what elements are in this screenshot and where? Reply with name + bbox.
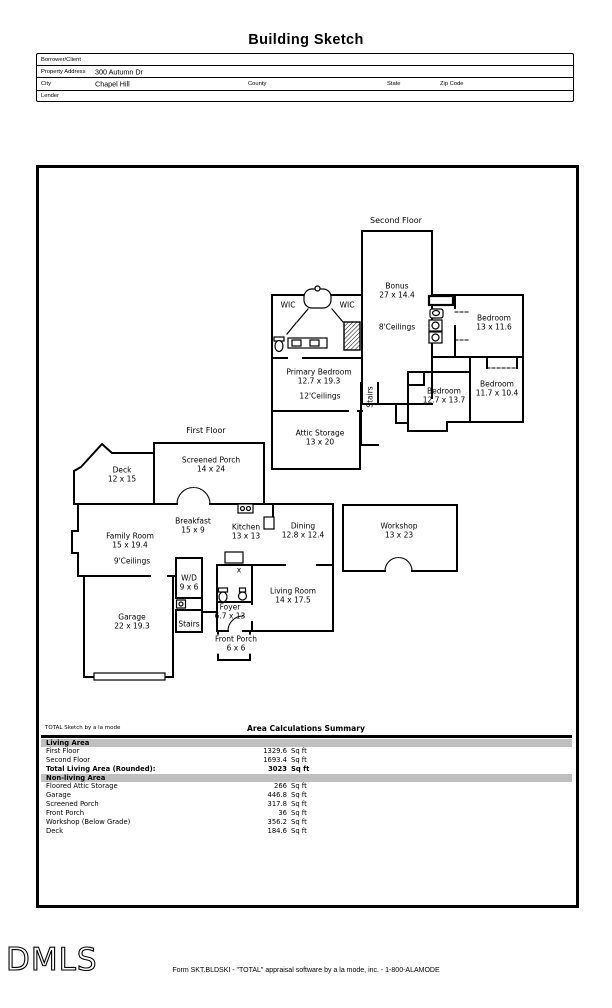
bathtub (303, 288, 332, 309)
first-floor-walls (71, 442, 458, 678)
room-label-screened-porch: Screened Porch 14 x 24 (181, 455, 241, 474)
door-x-marker: x (236, 565, 242, 575)
room-label-first-floor-title: First Floor (186, 426, 226, 435)
summary-row-floored-attic-storage: Floored Attic Storage 266 Sq ft (46, 782, 307, 790)
hall-bath-cabinet (427, 294, 455, 307)
city-value: Chapel Hill (95, 79, 130, 89)
room-label-stairs-first: Stairs (178, 619, 200, 629)
area-summary-table: Living Area First Floor 1329.6 Sq ft Sec… (41, 739, 572, 836)
vanity-sink-left (291, 339, 302, 347)
room-label-bedroom-13x116: Bedroom 13 x 11.6 (476, 313, 512, 332)
property-address-row: Property Address 300 Autumn Dr (37, 65, 573, 77)
toilet-bowl (274, 339, 284, 353)
summary-row-first-floor: First Floor 1329.6 Sq ft (46, 747, 307, 755)
room-label-front-porch: Front Porch 6 x 6 (214, 634, 258, 654)
room-label-primary-bedroom: Primary Bedroom 12.7 x 19.3 (286, 367, 352, 386)
shower (343, 321, 361, 351)
tub-faucet (314, 285, 321, 292)
room-label-foyer: Foyer 6.7 x 13 (214, 602, 246, 621)
city-label: City (41, 81, 51, 87)
room-label-wic-left: WIC (280, 300, 296, 310)
living-area-header: Living Area (41, 739, 572, 747)
lender-label: Lender (41, 92, 60, 99)
sketch-border-box (36, 165, 579, 908)
summary-row-screened-porch: Screened Porch 317.8 Sq ft (46, 800, 307, 808)
property-address-label: Property Address (41, 68, 86, 75)
summary-row-second-floor: Second Floor 1693.4 Sq ft (46, 756, 307, 764)
area-summary-title: Area Calculations Summary (246, 724, 365, 733)
stove (237, 503, 254, 514)
powder-sink (237, 591, 248, 601)
double-vanity (287, 337, 328, 349)
zip-code-label: Zip Code (440, 81, 464, 87)
property-address-value: 300 Autumn Dr (95, 67, 143, 76)
summary-row-total-living-area: Total Living Area (Rounded): 3023 Sq ft (46, 765, 310, 773)
page-title: Building Sketch (248, 32, 364, 48)
non-living-area-header: Non-living Area (41, 774, 572, 782)
room-label-workshop: Workshop 13 x 23 (380, 521, 418, 540)
closet-door-dashes (454, 311, 518, 369)
room-label-bedroom-117x104: Bedroom 11.7 x 10.4 (475, 379, 519, 398)
second-floor-walls (271, 230, 524, 470)
powder-toilet-bowl (218, 591, 228, 603)
state-label: State (387, 81, 401, 87)
room-label-bedroom-127x137: Bedroom 12.7 x 13.7 (422, 386, 466, 405)
bath-fixtures (273, 285, 455, 353)
door-arcs (176, 486, 413, 632)
floor-plan-drawing (71, 230, 524, 681)
room-label-dining: Dining 12.8 x 12.4 (281, 521, 325, 540)
room-label-kitchen: Kitchen 13 x 13 (231, 522, 261, 541)
summary-row-front-porch: Front Porch 36 Sq ft (46, 809, 307, 817)
dmls-logo: DMLS (5, 941, 98, 978)
room-label-bonus-ceilings: 8'Ceilings (378, 322, 416, 332)
summary-divider (41, 735, 572, 738)
room-label-family-room: Family Room 15 x 19.4 (106, 531, 154, 550)
room-label-washer-dryer: W/D 9 x 6 (179, 573, 199, 592)
summary-row-workshop: Workshop (Below Grade) 356.2 Sq ft (46, 818, 307, 826)
city-row: City Chapel Hill County State Zip Code (37, 77, 573, 90)
room-label-deck: Deck 12 x 15 (107, 465, 137, 484)
room-label-attic-storage: Attic Storage 13 x 20 (295, 428, 345, 447)
room-label-wic-right: WIC (339, 300, 355, 310)
vanity-sink-right (309, 339, 320, 347)
room-label-primary-ceilings: 12'Ceilings (299, 391, 341, 401)
garage-door (93, 672, 166, 681)
refrigerator (263, 516, 275, 530)
room-label-family-ceilings: 9'Ceilings (113, 556, 151, 566)
room-label-garage: Garage 22 x 19.3 (114, 612, 150, 631)
property-info-table: Borrower/Client Property Address 300 Aut… (36, 53, 574, 102)
kitchen-island (224, 551, 244, 564)
borrower-label: Borrower/Client (41, 56, 81, 63)
room-label-stairs-second: Stairs (365, 386, 375, 408)
county-label: County (248, 81, 267, 87)
room-label-second-floor-title: Second Floor (370, 216, 422, 225)
wic-door-lines (286, 308, 344, 335)
summary-row-deck: Deck 184.6 Sq ft (46, 827, 307, 835)
first-floor-fixtures (93, 503, 275, 681)
borrower-row: Borrower/Client (37, 54, 573, 65)
summary-row-garage: Garage 446.8 Sq ft (46, 791, 307, 799)
room-label-breakfast: Breakfast 15 x 9 (175, 516, 211, 535)
room-label-bonus: Bonus 27 x 14.4 (379, 281, 415, 300)
lender-row: Lender (37, 90, 573, 100)
sketch-watermark: TOTAL Sketch by a la mode (45, 725, 121, 731)
room-label-living-room: Living Room 14 x 17.5 (269, 586, 317, 605)
form-footer-text: Form SKT.BLDSKI - "TOTAL" appraisal soft… (172, 967, 440, 974)
